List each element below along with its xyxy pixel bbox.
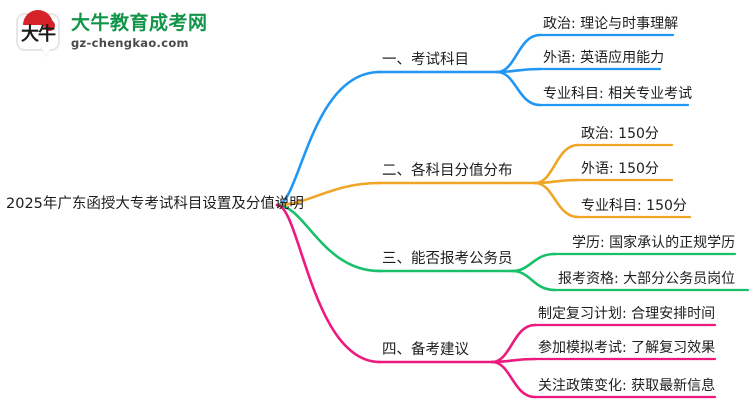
mindmap-root-node[interactable]: 2025年广东函授大专考试科目设置及分值说明 — [6, 196, 304, 212]
logo-text-block: 大牛教育成考网 gz-chengkao.com — [71, 12, 208, 51]
mindmap-leaf-node-1-2[interactable]: 外语: 英语应用能力 — [543, 50, 665, 66]
mindmap-branch-node-2[interactable]: 二、各科目分值分布 — [382, 163, 513, 179]
site-logo[interactable]: 大牛 大牛教育成考网 gz-chengkao.com — [14, 4, 207, 60]
red-dot-icon — [44, 20, 55, 31]
mindmap-leaf-node-2-3[interactable]: 专业科目: 150分 — [581, 198, 687, 214]
logo-subtitle: gz-chengkao.com — [71, 36, 189, 51]
mindmap-leaf-node-3-1[interactable]: 学历: 国家承认的正规学历 — [572, 235, 736, 251]
mindmap-leaf-node-2-2[interactable]: 外语: 150分 — [581, 161, 659, 177]
mindmap-branch-node-1[interactable]: 一、考试科目 — [382, 52, 469, 68]
logo-mark-text: 大牛 — [21, 24, 56, 45]
mindmap-leaf-node-2-1[interactable]: 政治: 150分 — [581, 126, 659, 142]
logo-title: 大牛教育成考网 — [71, 12, 208, 35]
mindmap-leaf-node-1-1[interactable]: 政治: 理论与时事理解 — [543, 16, 679, 32]
mindmap-leaf-node-4-3[interactable]: 关注政策变化: 获取最新信息 — [538, 378, 716, 394]
mindmap-leaf-node-3-2[interactable]: 报考资格: 大部分公务员岗位 — [558, 271, 736, 287]
speech-bubble-tail-icon — [41, 47, 51, 56]
mindmap-branch-node-3[interactable]: 三、能否报考公务员 — [382, 251, 513, 267]
mindmap-leaf-node-4-1[interactable]: 制定复习计划: 合理安排时间 — [538, 306, 716, 322]
mindmap-branch-node-4[interactable]: 四、备考建议 — [382, 342, 469, 358]
mindmap-leaf-node-4-2[interactable]: 参加模拟考试: 了解复习效果 — [538, 340, 716, 356]
logo-mark: 大牛 — [14, 7, 64, 57]
mindmap-leaf-node-1-3[interactable]: 专业科目: 相关专业考试 — [543, 86, 693, 102]
